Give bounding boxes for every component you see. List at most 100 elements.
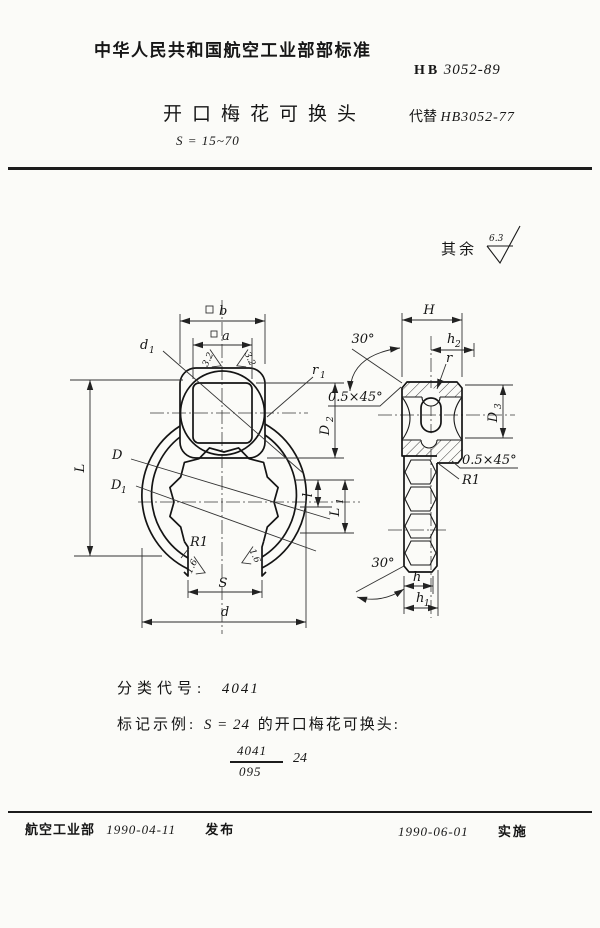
svg-text:30°: 30° <box>351 332 374 347</box>
supersedes-number: HB3052-77 <box>440 110 515 125</box>
header-divider <box>8 167 592 170</box>
classification-line: 分类代号: 4041 <box>117 677 260 698</box>
dim-S: S <box>187 576 263 598</box>
dim-a: a <box>192 329 253 379</box>
dim-D-label: D <box>111 448 123 463</box>
footer-implementation: 1990-06-01 实施 <box>398 821 528 840</box>
svg-text:L: L <box>328 508 343 518</box>
dim-R1-label: R1 <box>189 535 208 550</box>
dim-L: L <box>70 379 183 557</box>
section-bottom-band <box>401 433 463 464</box>
angle-30-top: 30° <box>347 332 403 392</box>
dim-H: H <box>401 303 463 377</box>
dim-d: d <box>141 500 307 628</box>
svg-text:h: h <box>413 570 421 585</box>
svg-text:D: D <box>486 411 501 423</box>
angle-30-bottom: 30° <box>355 556 405 603</box>
dim-R1-side: R1 <box>438 463 480 488</box>
dim-D3: D 3 <box>465 384 513 439</box>
svg-text:30°: 30° <box>371 556 394 571</box>
marking-label: 标记示例: <box>117 717 197 733</box>
standard-authority-title: 中华人民共和国航空工业部部标准 <box>94 41 372 60</box>
torx-profile <box>169 447 279 542</box>
roughness-value: 6.3 <box>489 234 504 244</box>
issuing-org: 航空工业部 <box>25 822 96 837</box>
side-centerlines <box>378 336 515 618</box>
svg-text:r: r <box>312 363 319 378</box>
svg-text:D: D <box>110 478 122 493</box>
roughness-32-value: 3.2 <box>201 351 216 368</box>
svg-text:1: 1 <box>149 346 155 356</box>
marking-size-expression: S = 24 <box>203 717 251 733</box>
chamfer-note-right: 0.5×45° <box>451 453 518 469</box>
footer-issue: 航空工业部 1990-04-11 发布 <box>25 819 235 838</box>
front-centerlines <box>138 300 360 634</box>
section-middle <box>401 396 463 441</box>
dim-L1: L 1 <box>300 480 354 534</box>
svg-text:h: h <box>416 591 424 606</box>
svg-text:L: L <box>73 464 88 474</box>
d1-leader <box>162 350 304 474</box>
dim-b-label: b <box>219 304 227 319</box>
square-drive-boss <box>179 367 266 459</box>
svg-text:R1: R1 <box>461 473 480 488</box>
D1-leader <box>135 485 317 552</box>
dim-D2: D 2 <box>256 382 344 459</box>
size-range: S = 15~70 <box>176 133 240 148</box>
implementation-label: 实施 <box>497 824 528 839</box>
supersedes-label: 代替 <box>409 110 437 125</box>
serrated-shank <box>403 456 438 573</box>
dim-a-label: a <box>222 329 230 344</box>
svg-text:d: d <box>140 338 148 353</box>
roughness-16-value: 1.6 <box>247 548 262 565</box>
svg-text:0.5×45°: 0.5×45° <box>462 453 517 468</box>
svg-text:1: 1 <box>336 498 346 504</box>
designation-fraction-bar <box>230 761 283 763</box>
surface-note-prefix: 其余 <box>441 242 478 258</box>
svg-text:1: 1 <box>121 486 127 496</box>
svg-text:H: H <box>422 303 435 318</box>
square-symbol-icon <box>210 330 218 338</box>
svg-text:3: 3 <box>494 403 504 409</box>
issue-date: 1990-04-11 <box>106 822 176 837</box>
svg-text:h: h <box>447 332 455 347</box>
designation-numerator: 4041 <box>237 743 267 758</box>
square-symbol-icon <box>205 305 214 314</box>
ring-outline <box>141 423 308 570</box>
designation-denominator: 095 <box>239 764 262 779</box>
chamfer-note-left: 0.5×45° <box>328 386 402 407</box>
issue-label: 发布 <box>205 822 236 837</box>
drive-hole-slot <box>420 397 442 433</box>
implementation-date: 1990-06-01 <box>398 824 469 839</box>
dim-b: b <box>179 304 266 364</box>
svg-text:2: 2 <box>326 416 336 423</box>
svg-text:1: 1 <box>424 599 430 609</box>
dim-h1: h 1 <box>404 570 439 616</box>
svg-text:d: d <box>221 605 229 620</box>
designation-size: 24 <box>293 751 307 766</box>
dim-D1-label: D 1 <box>110 478 127 496</box>
standard-code-number: 3052-89 <box>443 62 501 78</box>
dim-d1-label: d 1 <box>140 338 155 356</box>
front-view: b a 3.2 3.2 d 1 r 1 <box>70 300 360 634</box>
standard-code: HB 3052-89 <box>414 62 501 79</box>
supersedes-note: 代替 HB3052-77 <box>409 106 515 126</box>
D-leader <box>130 458 331 520</box>
opening-slot <box>183 541 267 577</box>
dim-h2: h 2 <box>431 332 475 357</box>
standard-code-prefix: HB <box>414 63 441 78</box>
classification-value: 4041 <box>221 681 260 697</box>
R1-leader <box>180 547 190 559</box>
footer-divider <box>8 811 592 813</box>
svg-text:r: r <box>446 351 453 366</box>
marking-suffix: 的开口梅花可换头: <box>257 717 400 733</box>
roughness-32-value: 3.2 <box>242 351 257 368</box>
side-view: H h 2 r 30° 0.5×45° <box>328 303 518 618</box>
svg-text:D: D <box>318 424 333 436</box>
svg-text:S: S <box>219 576 228 591</box>
svg-text:2: 2 <box>454 340 461 350</box>
svg-text:1: 1 <box>320 371 326 381</box>
section-top-band <box>401 381 463 407</box>
dim-r1-label: r 1 <box>312 363 326 381</box>
